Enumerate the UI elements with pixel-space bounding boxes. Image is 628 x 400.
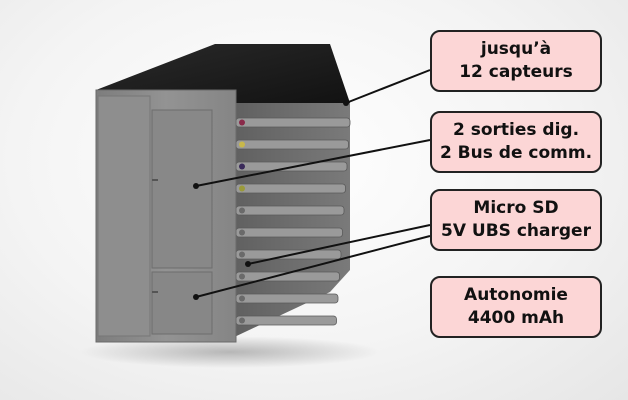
cooling-fin xyxy=(235,205,345,216)
cooling-fin xyxy=(235,293,339,304)
leader-dot-4 xyxy=(193,294,199,300)
front-lower-panel xyxy=(151,271,213,335)
fin-connector xyxy=(239,229,245,236)
fin-connector xyxy=(239,317,245,324)
callout-battery: Autonomie 4400 mAh xyxy=(430,276,602,338)
cooling-fin xyxy=(235,139,349,150)
callout-sensors-line1: jusqu’à xyxy=(480,39,552,59)
cooling-fins xyxy=(235,117,351,326)
fin-connector xyxy=(239,273,245,280)
device-shadow xyxy=(80,336,380,368)
fin-connector xyxy=(239,207,245,214)
leader-line-1 xyxy=(345,69,431,104)
callout-battery-line1: Autonomie xyxy=(464,285,568,305)
callout-outputs: 2 sorties dig. 2 Bus de comm. xyxy=(430,111,602,173)
leader-dot-1 xyxy=(343,100,349,106)
callout-battery-line2: 4400 mAh xyxy=(467,308,565,328)
callout-storage-line2: 5V UBS charger xyxy=(441,221,591,241)
callout-sensors-line2: 12 capteurs xyxy=(459,62,573,82)
leader-line-3 xyxy=(247,224,431,265)
front-left-strip xyxy=(97,95,151,337)
device-top-face xyxy=(96,44,350,103)
callout-storage-line1: Micro SD xyxy=(473,198,559,218)
fin-connector xyxy=(239,185,245,192)
leader-dot-2 xyxy=(193,183,199,189)
fin-connector xyxy=(239,119,245,126)
cooling-fin xyxy=(235,227,343,238)
front-upper-panel xyxy=(151,109,213,269)
cooling-fin xyxy=(235,117,351,128)
fin-connector xyxy=(239,141,245,148)
device-side-face xyxy=(228,103,350,340)
leader-line-4 xyxy=(195,235,431,298)
leader-line-2 xyxy=(195,139,431,187)
callout-sensors: jusqu’à 12 capteurs xyxy=(430,30,602,92)
fin-connector xyxy=(239,295,245,302)
leader-dot-3 xyxy=(245,261,251,267)
fin-connector xyxy=(239,251,245,258)
callout-storage: Micro SD 5V UBS charger xyxy=(430,189,602,251)
cooling-fin xyxy=(235,183,346,194)
callout-outputs-line1: 2 sorties dig. xyxy=(452,120,580,140)
callout-outputs-line2: 2 Bus de comm. xyxy=(439,143,593,163)
fin-connector xyxy=(239,163,245,170)
cooling-fin xyxy=(235,315,337,326)
